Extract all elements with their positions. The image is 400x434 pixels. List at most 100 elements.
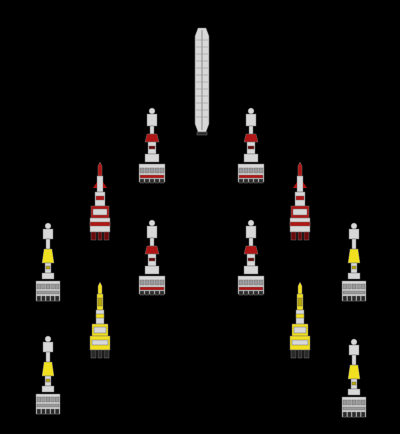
accent-stripe (148, 257, 156, 262)
thruster (243, 178, 249, 184)
ship-escort-right-upper[interactable] (237, 107, 265, 184)
ship-frigate-right[interactable] (289, 161, 311, 241)
engine-vent (55, 396, 60, 403)
thruster (50, 408, 55, 415)
ship-cruiser-right[interactable] (289, 281, 311, 359)
engine-vent (36, 396, 41, 403)
forward-module (146, 225, 158, 239)
ship-frigate-left[interactable] (89, 161, 111, 241)
ship-escort-left-upper[interactable] (138, 107, 166, 184)
ships-layer (35, 27, 367, 418)
aft-panel (292, 208, 308, 216)
engine-vent (139, 279, 145, 286)
thruster (361, 411, 366, 418)
ship-flagship[interactable] (194, 27, 210, 136)
aft-hull (243, 265, 259, 275)
forward-hull (296, 175, 304, 193)
forward-module (348, 344, 360, 356)
engine-vent (248, 279, 254, 286)
engine-trim (139, 286, 165, 291)
thruster (50, 295, 55, 302)
neck (149, 125, 155, 135)
accent-band (243, 245, 259, 255)
engine-vent (45, 283, 51, 290)
engine-vent (243, 279, 249, 286)
engine-vent (347, 283, 352, 290)
neck (45, 238, 51, 250)
thruster (139, 290, 145, 296)
thruster (149, 290, 155, 296)
thruster (55, 408, 60, 415)
nose (350, 338, 358, 346)
neck (351, 354, 357, 366)
engine-vent (149, 167, 155, 174)
engine-vent (41, 283, 46, 290)
thruster (55, 295, 60, 302)
thruster (45, 295, 51, 302)
engine-vent (149, 279, 155, 286)
accent-band (144, 245, 160, 255)
engine-vent (248, 167, 254, 174)
ship-escort-right-lower[interactable] (237, 219, 265, 296)
thruster (253, 178, 259, 184)
accent-section (347, 248, 361, 264)
thruster (351, 295, 357, 302)
ship-escort-left-lower[interactable] (138, 219, 166, 296)
aft-panel (92, 208, 108, 216)
engine-vent (154, 167, 160, 174)
engine-vent (238, 279, 244, 286)
engine-vent (50, 283, 55, 290)
nose (247, 219, 255, 227)
ship-scout-right-upper[interactable] (341, 222, 367, 302)
thruster (303, 231, 310, 241)
engine-vent (342, 399, 347, 406)
accent-stripe (247, 145, 255, 150)
accent-stripe (351, 381, 357, 386)
thruster (238, 290, 244, 296)
aft-hull (347, 272, 361, 280)
engine-trim (238, 174, 264, 179)
forward-module (146, 113, 158, 127)
engine-vent (258, 167, 264, 174)
thruster (45, 408, 51, 415)
accent-band (144, 133, 160, 143)
ship-scout-left-upper[interactable] (35, 222, 61, 302)
thruster (303, 349, 310, 359)
thruster (90, 231, 97, 241)
thruster (297, 231, 303, 241)
ship-scout-left-lower[interactable] (35, 335, 61, 415)
engine-vent (159, 167, 165, 174)
nose (350, 222, 358, 230)
engine-vent (351, 399, 357, 406)
engine-trim (89, 221, 111, 227)
ship-cruiser-left[interactable] (89, 281, 111, 359)
aft-hull (41, 272, 55, 280)
thruster (248, 290, 254, 296)
forward-hull (96, 175, 104, 193)
aft-hull (347, 388, 361, 396)
thruster (351, 411, 357, 418)
thruster (238, 178, 244, 184)
forward-stripe (97, 297, 103, 307)
ship-scout-right-lower[interactable] (341, 338, 367, 418)
forward-module (348, 228, 360, 240)
thruster (159, 178, 165, 184)
thruster (97, 231, 103, 241)
thruster (243, 290, 249, 296)
engine-vent (347, 399, 352, 406)
engine-vent (41, 396, 46, 403)
aft-hull (144, 265, 160, 275)
thruster (36, 408, 41, 415)
engine-trim (342, 290, 366, 295)
engine-vent (356, 399, 361, 406)
wing-fin (103, 182, 107, 188)
thruster (139, 178, 145, 184)
engine-vent (361, 399, 366, 406)
engine-panel (91, 339, 109, 346)
accent-section (41, 248, 55, 264)
engine-vent (144, 279, 150, 286)
thruster (41, 295, 46, 302)
thruster (258, 178, 264, 184)
engine-vent (253, 167, 259, 174)
neck (149, 237, 155, 247)
